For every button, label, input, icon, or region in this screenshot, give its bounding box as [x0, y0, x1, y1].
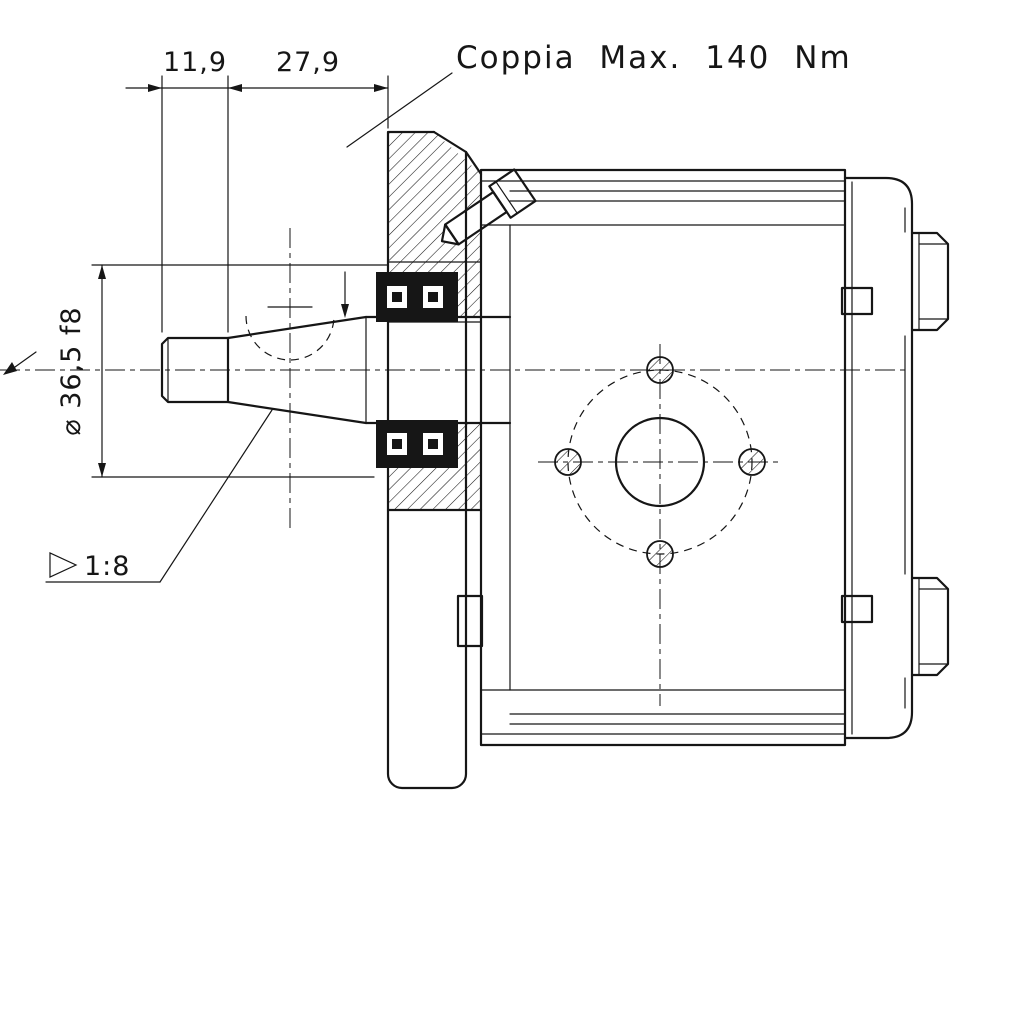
- cover-outline: [843, 176, 914, 740]
- flange-bolt-boss: [456, 594, 484, 648]
- dimension-shaft-diameter: ⌀ 36,5 f8: [56, 264, 389, 478]
- bolt-shank-mask: [445, 192, 507, 245]
- dimension-arrow: [98, 265, 106, 279]
- port-boss-top-outline: [910, 231, 950, 332]
- dimension-top: 11,9 27,9: [125, 47, 389, 333]
- shaft-diameter-label: ⌀ 36,5 f8: [56, 306, 87, 435]
- shaft-taper-top: [226, 315, 368, 340]
- port-boss-bottom-outline: [910, 576, 950, 677]
- bolt-tip: [440, 223, 460, 246]
- gauge-ball-arc: [245, 315, 335, 361]
- body-outline: [479, 168, 847, 747]
- torque-callout: Coppia Max. 140 Nm: [346, 40, 852, 148]
- dim-11-9-label: 11,9: [163, 47, 227, 78]
- front-flange: [386, 130, 484, 790]
- port-boss-top: [910, 231, 950, 332]
- pump-body: [479, 168, 874, 747]
- edge-leader-arrow: [3, 362, 17, 375]
- torque-leader-line: [346, 72, 453, 148]
- bolt-head-chamfer-line: [495, 181, 518, 214]
- dimension-arrow: [374, 84, 388, 92]
- gauge-plane-arrow: [341, 304, 349, 318]
- body-bolt-boss-top: [840, 286, 874, 316]
- dim-27-9-label: 27,9: [276, 47, 340, 78]
- shaft-taper-bottom: [226, 400, 368, 425]
- torque-label: Coppia Max. 140 Nm: [456, 40, 852, 76]
- flange-top-chamfer: [432, 130, 483, 176]
- taper-symbol-icon: [49, 552, 78, 578]
- rear-cover: [843, 176, 950, 740]
- mounting-flange-face: [538, 344, 782, 706]
- port-boss-bottom: [910, 576, 950, 677]
- seal-lip: [428, 292, 438, 302]
- dimension-arrow: [228, 84, 242, 92]
- seal-lip: [428, 439, 438, 449]
- seal-lip: [392, 439, 402, 449]
- shaft-seals: [376, 272, 458, 468]
- taper-ratio-label: 1:8: [84, 551, 130, 582]
- seal-lip: [392, 292, 402, 302]
- taper-callout: 1:8: [45, 409, 273, 583]
- center-lines: [0, 228, 908, 532]
- flange-plate-outline: [386, 130, 468, 790]
- flange-section-hatch-top: [388, 132, 481, 317]
- dimension-arrow: [98, 463, 106, 477]
- dimension-arrow: [148, 84, 162, 92]
- body-bolt-boss-bottom: [840, 594, 874, 624]
- taper-leader-line: [159, 409, 273, 583]
- bolt-head: [488, 168, 537, 219]
